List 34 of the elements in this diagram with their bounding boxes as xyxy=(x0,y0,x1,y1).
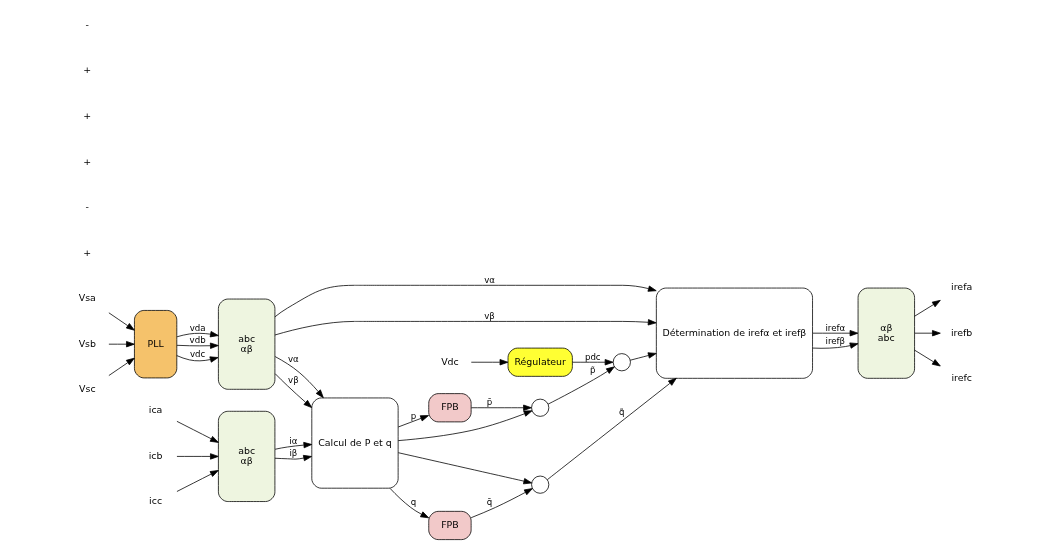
edge-label: vα xyxy=(484,274,495,285)
node-text: irefc xyxy=(951,372,972,384)
node-text: ica xyxy=(148,404,163,416)
edge-label: vdb xyxy=(189,335,206,346)
node-text: icc xyxy=(149,495,163,507)
node-text: irefa xyxy=(951,281,973,293)
label: + xyxy=(83,246,92,258)
label: + xyxy=(83,110,92,121)
edge-label: vda xyxy=(189,323,206,334)
node-text: icb xyxy=(148,449,163,461)
node-text: Vsa xyxy=(78,292,96,304)
edge-label: irefβ xyxy=(825,336,846,347)
edge-label: iα xyxy=(289,435,298,446)
edge-label: iβ xyxy=(289,448,298,459)
label: - xyxy=(85,201,90,213)
edge-label: q̃ xyxy=(619,406,625,417)
edge-label: vβ xyxy=(288,375,299,386)
edge-label: p̄ xyxy=(486,397,493,408)
node-text: Vdc xyxy=(441,355,459,367)
edge-label: pdc xyxy=(584,351,601,362)
label: + xyxy=(83,64,92,76)
edge-label: vβ xyxy=(484,310,495,321)
label: + xyxy=(83,155,92,167)
label: - xyxy=(85,18,90,30)
edge-label: irefα xyxy=(825,322,846,333)
edge-label: vα xyxy=(287,354,299,365)
node-text: Vsb xyxy=(78,337,96,349)
edge-label: vdc xyxy=(189,349,206,360)
node-text: irefb xyxy=(951,326,973,338)
edge-label: q̄ xyxy=(486,496,493,507)
edge-label: q xyxy=(410,496,417,507)
edge-label: p xyxy=(410,411,417,422)
node-text: Vsc xyxy=(79,383,96,395)
edge-label: p̃ xyxy=(590,365,596,376)
